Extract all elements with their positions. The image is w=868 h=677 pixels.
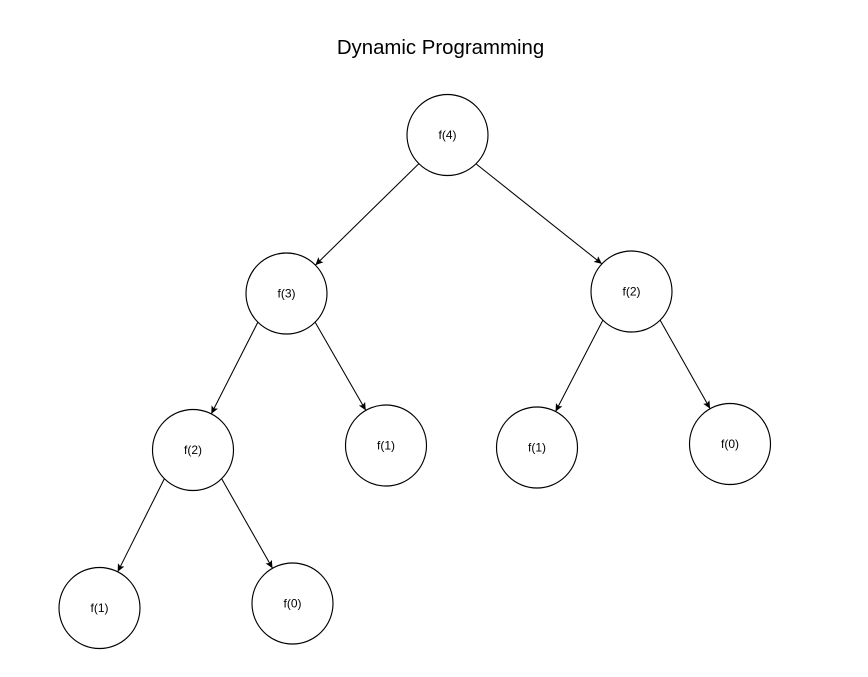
svg-text:f(2): f(2) [623,285,641,299]
svg-text:f(1): f(1) [528,441,546,455]
svg-text:f(0): f(0) [721,437,739,451]
svg-text:f(0): f(0) [284,597,302,611]
svg-text:f(4): f(4) [439,128,457,142]
svg-text:f(1): f(1) [377,439,395,453]
svg-text:f(2): f(2) [184,443,202,457]
svg-text:f(3): f(3) [278,287,296,301]
svg-text:f(1): f(1) [91,601,109,615]
svg-text:Dynamic Programming: Dynamic Programming [337,37,544,59]
